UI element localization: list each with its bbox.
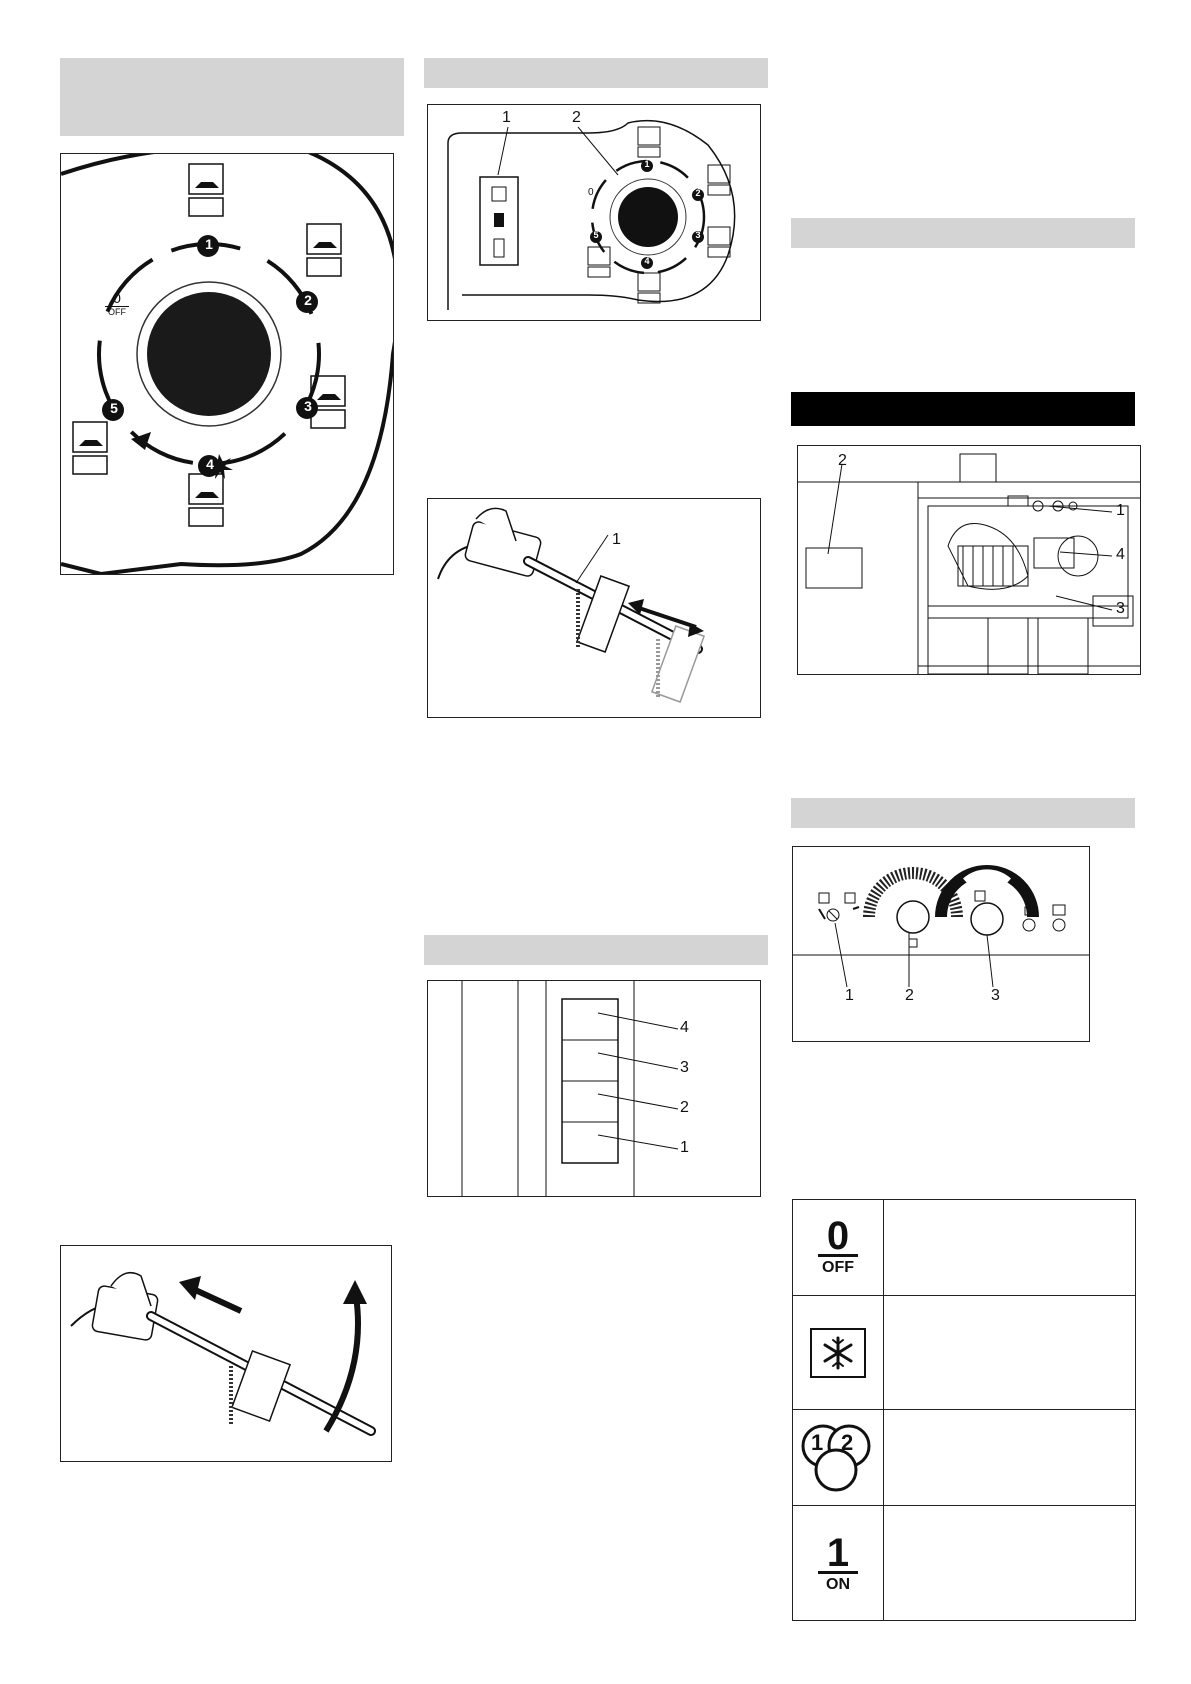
program-digit-2: 2 xyxy=(841,1429,854,1455)
callout-1: 1 xyxy=(612,531,621,548)
off-position-label: OFF xyxy=(105,306,129,317)
position-marker-1 xyxy=(197,235,219,257)
section-header-bar xyxy=(791,798,1135,828)
symbol-on-value: 1 xyxy=(826,1530,850,1575)
control-panel-figure: 1 2 0 1 2 3 4 5 xyxy=(427,104,761,321)
callout-3: 3 xyxy=(1116,600,1125,617)
section-header-bar xyxy=(791,218,1135,248)
position-marker-4 xyxy=(198,455,220,477)
position-number-2: 2 xyxy=(695,188,701,198)
brush-removal-figure xyxy=(60,1245,392,1462)
position-number-4: 4 xyxy=(206,456,214,472)
callout-1: 1 xyxy=(680,1139,689,1156)
callout-1: 1 xyxy=(845,987,854,1004)
callout-1: 1 xyxy=(502,109,511,126)
off-position-value: 0 xyxy=(113,290,121,306)
program-circles-icon: 1 2 xyxy=(801,1420,875,1496)
position-marker-2 xyxy=(296,291,318,313)
position-number-2: 2 xyxy=(304,292,312,308)
program-digit-1: 1 xyxy=(811,1429,824,1455)
callout-4: 4 xyxy=(1116,546,1125,563)
symbol-row-program: 1 2 xyxy=(793,1410,1135,1506)
thermostat-panel-figure: 1 2 3 xyxy=(792,846,1090,1042)
position-number-1: 1 xyxy=(644,159,650,169)
position-number-5: 5 xyxy=(110,400,118,416)
callout-2: 2 xyxy=(680,1099,689,1116)
section-header-bar xyxy=(424,935,768,965)
symbol-row-off: 0 OFF xyxy=(793,1200,1135,1296)
symbol-row-on: 1 ON xyxy=(793,1506,1135,1622)
symbol-row-frost xyxy=(793,1296,1135,1410)
symbol-off-label: OFF xyxy=(818,1254,858,1277)
position-number-4: 4 xyxy=(644,256,650,266)
callout-2: 2 xyxy=(905,987,914,1004)
off-position-value: 0 xyxy=(588,187,594,198)
position-number-3: 3 xyxy=(304,398,312,414)
callout-3: 3 xyxy=(991,987,1000,1004)
symbol-column-divider xyxy=(883,1200,884,1620)
brush-figure: 1 xyxy=(427,498,761,718)
callout-2: 2 xyxy=(838,452,847,469)
program-selector-figure: 1 2 3 4 5 0 OFF xyxy=(60,153,394,575)
position-number-5: 5 xyxy=(593,230,599,240)
symbol-on-label: ON xyxy=(818,1570,858,1594)
position-marker-5 xyxy=(102,399,124,421)
position-marker-3 xyxy=(296,397,318,419)
machine-interior-figure: 2 1 4 3 xyxy=(797,445,1141,675)
snowflake-icon xyxy=(810,1327,866,1378)
module-stack-figure: 4 3 2 1 xyxy=(427,980,761,1197)
section-header-bar xyxy=(60,58,404,136)
callout-2: 2 xyxy=(572,109,581,126)
symbol-off-value: 0 xyxy=(826,1214,850,1258)
callout-1: 1 xyxy=(1116,502,1125,519)
section-header-bar-dark xyxy=(791,392,1135,426)
position-number-1: 1 xyxy=(205,236,213,252)
symbol-legend-table: 0 OFF xyxy=(792,1199,1136,1621)
position-number-3: 3 xyxy=(695,230,701,240)
callout-4: 4 xyxy=(680,1019,689,1036)
callout-3: 3 xyxy=(680,1059,689,1076)
section-header-bar xyxy=(424,58,768,88)
